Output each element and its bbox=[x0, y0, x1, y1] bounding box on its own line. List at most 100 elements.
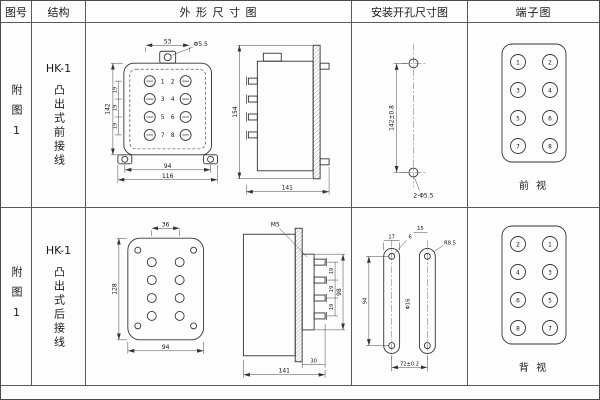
row1-structure: HK-1 凸出式前接线 bbox=[32, 23, 86, 208]
dim-v-pitch: 94 bbox=[362, 297, 368, 304]
terminal-r3c2: 5 bbox=[548, 298, 552, 304]
header-fig-no: 图号 bbox=[1, 1, 32, 23]
dim-mount-pitch: 142±0.8 bbox=[389, 104, 396, 130]
svg-text:2: 2 bbox=[171, 79, 175, 85]
header-terminal-diagram: 端子图 bbox=[468, 1, 599, 23]
dim-side-height: 154 bbox=[232, 106, 239, 118]
svg-text:8: 8 bbox=[171, 133, 175, 139]
header-structure-label: 结构 bbox=[47, 5, 70, 19]
terminal-circles bbox=[509, 235, 558, 336]
terminal-r4c2: 7 bbox=[548, 326, 552, 332]
row2-model-label: HK-1 bbox=[45, 243, 72, 257]
dim-height: 128 bbox=[111, 283, 118, 295]
dim-hole-dia: 6 bbox=[409, 234, 412, 240]
terminal-3: 3 bbox=[516, 88, 520, 94]
dim-pitch-1: 19 bbox=[329, 267, 335, 274]
row2-structure-label: 凸出式后接线 bbox=[52, 265, 66, 350]
dim-top-width: 36 bbox=[162, 221, 170, 228]
row2-mounting-cell: 17 6 15 R8.5 94 Φ16 72±0.2 bbox=[352, 208, 468, 386]
outline-drawing-front-wiring: 53 Φ5.5 bbox=[104, 38, 330, 195]
front-view-rear-wiring: 36 128 94 bbox=[111, 221, 205, 354]
terminal-diagram-front-view: 1 2 3 4 5 6 7 8 bbox=[501, 43, 566, 163]
terminal-r2c1: 4 bbox=[516, 270, 520, 276]
row1-fig-no: 附图1 bbox=[1, 23, 32, 208]
front-view: 53 Φ5.5 bbox=[104, 38, 218, 183]
label-screw: M5 bbox=[271, 221, 280, 228]
terminal-screws bbox=[143, 74, 192, 141]
dim-slot-dia: Φ16 bbox=[406, 298, 412, 309]
terminal-r3c1: 6 bbox=[516, 298, 520, 304]
dim-top-width: 53 bbox=[164, 38, 172, 45]
header-mounting-dims-label: 安装开孔尺寸图 bbox=[371, 5, 448, 19]
row1-fig-no-label: 附图1 bbox=[10, 84, 23, 146]
header-outline-dims-label: 外 形 尺 寸 图 bbox=[179, 5, 258, 19]
header-fig-no-label: 图号 bbox=[5, 5, 27, 19]
side-view-rear-wiring: M5 19 19 19 bbox=[242, 221, 346, 378]
dim-offset: 15 bbox=[417, 226, 424, 232]
terminal-1: 1 bbox=[516, 60, 520, 66]
terminal-numbers: 1 2 3 4 5 6 7 8 bbox=[161, 79, 175, 139]
dim-term-span: 98 bbox=[336, 288, 343, 296]
mounting-drawing-rear-wiring: 17 6 15 R8.5 94 Φ16 72±0.2 bbox=[362, 226, 456, 371]
dim-pitch-2: 19 bbox=[112, 104, 118, 111]
dim-pitch-2: 19 bbox=[329, 285, 335, 292]
dim-pitch-1: 19 bbox=[112, 86, 118, 93]
svg-text:6: 6 bbox=[171, 115, 175, 121]
svg-text:3: 3 bbox=[161, 97, 165, 103]
dim-depth: 141 bbox=[282, 184, 294, 191]
svg-text:5: 5 bbox=[161, 115, 165, 121]
terminal-8: 8 bbox=[548, 144, 552, 150]
terminal-7: 7 bbox=[516, 144, 520, 150]
svg-text:1: 1 bbox=[161, 79, 165, 85]
row1-terminal-cell: 1 2 3 4 5 6 7 8 前 视 bbox=[468, 23, 599, 208]
dim-slot-width: 17 bbox=[388, 234, 395, 240]
row1-outline-cell: 53 Φ5.5 bbox=[86, 23, 352, 208]
rear-terminal-screws bbox=[313, 257, 327, 320]
row2-terminal-cell: 2 1 4 3 6 5 8 7 背 视 bbox=[468, 208, 599, 386]
terminal-r4c1: 8 bbox=[516, 326, 520, 332]
terminal-5: 5 bbox=[516, 116, 520, 122]
label-mount-holes: 2-Φ5.5 bbox=[413, 192, 433, 199]
row2-fig-no: 附图1 bbox=[1, 208, 32, 386]
dim-width: 94 bbox=[162, 343, 170, 350]
row1-model-label: HK-1 bbox=[45, 62, 72, 75]
svg-text:7: 7 bbox=[161, 133, 165, 139]
dim-pitch-3: 19 bbox=[112, 122, 118, 129]
row2-structure: HK-1 凸出式后接线 bbox=[32, 208, 86, 386]
row2-fig-no-label: 附图1 bbox=[10, 265, 23, 328]
outline-drawing-rear-wiring: 36 128 94 bbox=[111, 221, 346, 378]
dim-radius: R8.5 bbox=[444, 240, 456, 246]
terminal-r1c1: 2 bbox=[516, 242, 520, 248]
terminal-circles bbox=[509, 54, 558, 154]
terminal-holes bbox=[146, 256, 185, 321]
terminal-6: 6 bbox=[548, 116, 552, 122]
bottom-strip bbox=[1, 386, 599, 399]
dim-height: 142 bbox=[104, 103, 111, 115]
side-terminal-screws bbox=[246, 76, 258, 139]
dim-overall-width: 116 bbox=[162, 172, 174, 179]
side-view: 154 141 bbox=[232, 44, 330, 195]
mounting-drawing-front-wiring: 142±0.8 2-Φ5.5 bbox=[389, 43, 434, 199]
dim-hole-dia: Φ5.5 bbox=[194, 41, 208, 48]
terminal-diagram-rear-view: 2 1 4 3 6 5 8 7 bbox=[501, 225, 566, 344]
header-outline-dims: 外 形 尺 寸 图 bbox=[86, 1, 352, 23]
terminal-r1c2: 1 bbox=[548, 242, 552, 248]
dim-protrusion: 30 bbox=[310, 358, 317, 364]
dim-h-pitch: 72±0.2 bbox=[400, 361, 419, 367]
dim-depth: 141 bbox=[279, 367, 291, 374]
terminal-2: 2 bbox=[548, 60, 552, 66]
header-structure: 结构 bbox=[32, 1, 86, 23]
svg-text:4: 4 bbox=[171, 97, 175, 103]
dim-pitch-3: 19 bbox=[329, 303, 335, 310]
header-mounting-dims: 安装开孔尺寸图 bbox=[352, 1, 468, 23]
row1-view-label: 前 视 bbox=[518, 181, 549, 192]
row1-structure-label: 凸出式前接线 bbox=[52, 84, 66, 168]
row1-mounting-cell: 142±0.8 2-Φ5.5 bbox=[352, 23, 468, 208]
terminal-r2c2: 3 bbox=[548, 270, 552, 276]
header-terminal-diagram-label: 端子图 bbox=[515, 5, 552, 19]
dim-hole-span: 94 bbox=[164, 162, 172, 169]
row2-outline-cell: 36 128 94 bbox=[86, 208, 352, 386]
terminal-4: 4 bbox=[548, 88, 552, 94]
